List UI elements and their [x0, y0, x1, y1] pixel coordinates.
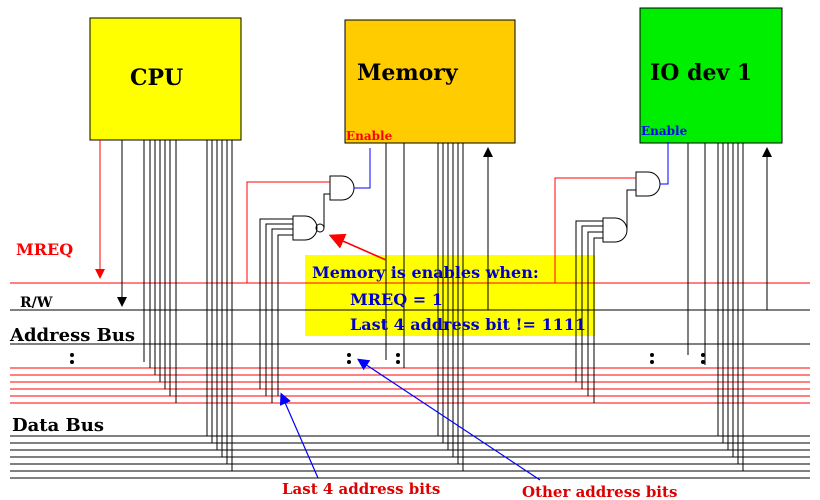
note-line-3: Last 4 address bit != 1111	[350, 315, 586, 334]
address-bus-label: Address Bus	[9, 325, 135, 346]
memory-logic-wires	[246, 148, 371, 403]
memory-label: Memory	[357, 60, 459, 86]
memory-enable-label: Enable	[346, 129, 393, 143]
note-pointer-arrow	[328, 233, 387, 261]
cpu-label: CPU	[130, 65, 183, 91]
address-bus	[10, 343, 810, 404]
memory-nand-gate	[292, 215, 325, 241]
io-second-gate	[602, 217, 628, 243]
memory-and-gate	[329, 175, 355, 201]
memory-box	[344, 19, 516, 144]
other-bits-label: Other address bits	[522, 483, 677, 500]
note-box	[305, 255, 595, 336]
cpu-box	[89, 17, 242, 141]
data-bus	[10, 435, 810, 479]
other-bits-arrow	[356, 358, 541, 481]
io-enable-label: Enable	[641, 124, 688, 138]
memory-bus-wires	[385, 143, 493, 471]
io-label: IO dev 1	[650, 60, 752, 86]
rw-label: R/W	[20, 295, 53, 311]
io-logic-wires	[554, 142, 669, 403]
io-bus-wires	[687, 143, 772, 471]
data-bus-label: Data Bus	[12, 415, 104, 436]
note-line-2: MREQ = 1	[350, 290, 443, 309]
note-line-1: Memory is enables when:	[312, 263, 539, 282]
io-and-gate	[635, 171, 661, 197]
mreq-label: MREQ	[16, 240, 73, 259]
last4-arrow	[279, 392, 319, 479]
cpu-wires	[95, 140, 233, 471]
last4-label: Last 4 address bits	[282, 480, 440, 498]
ellipsis-dots	[70, 353, 705, 364]
io-box	[639, 7, 783, 144]
